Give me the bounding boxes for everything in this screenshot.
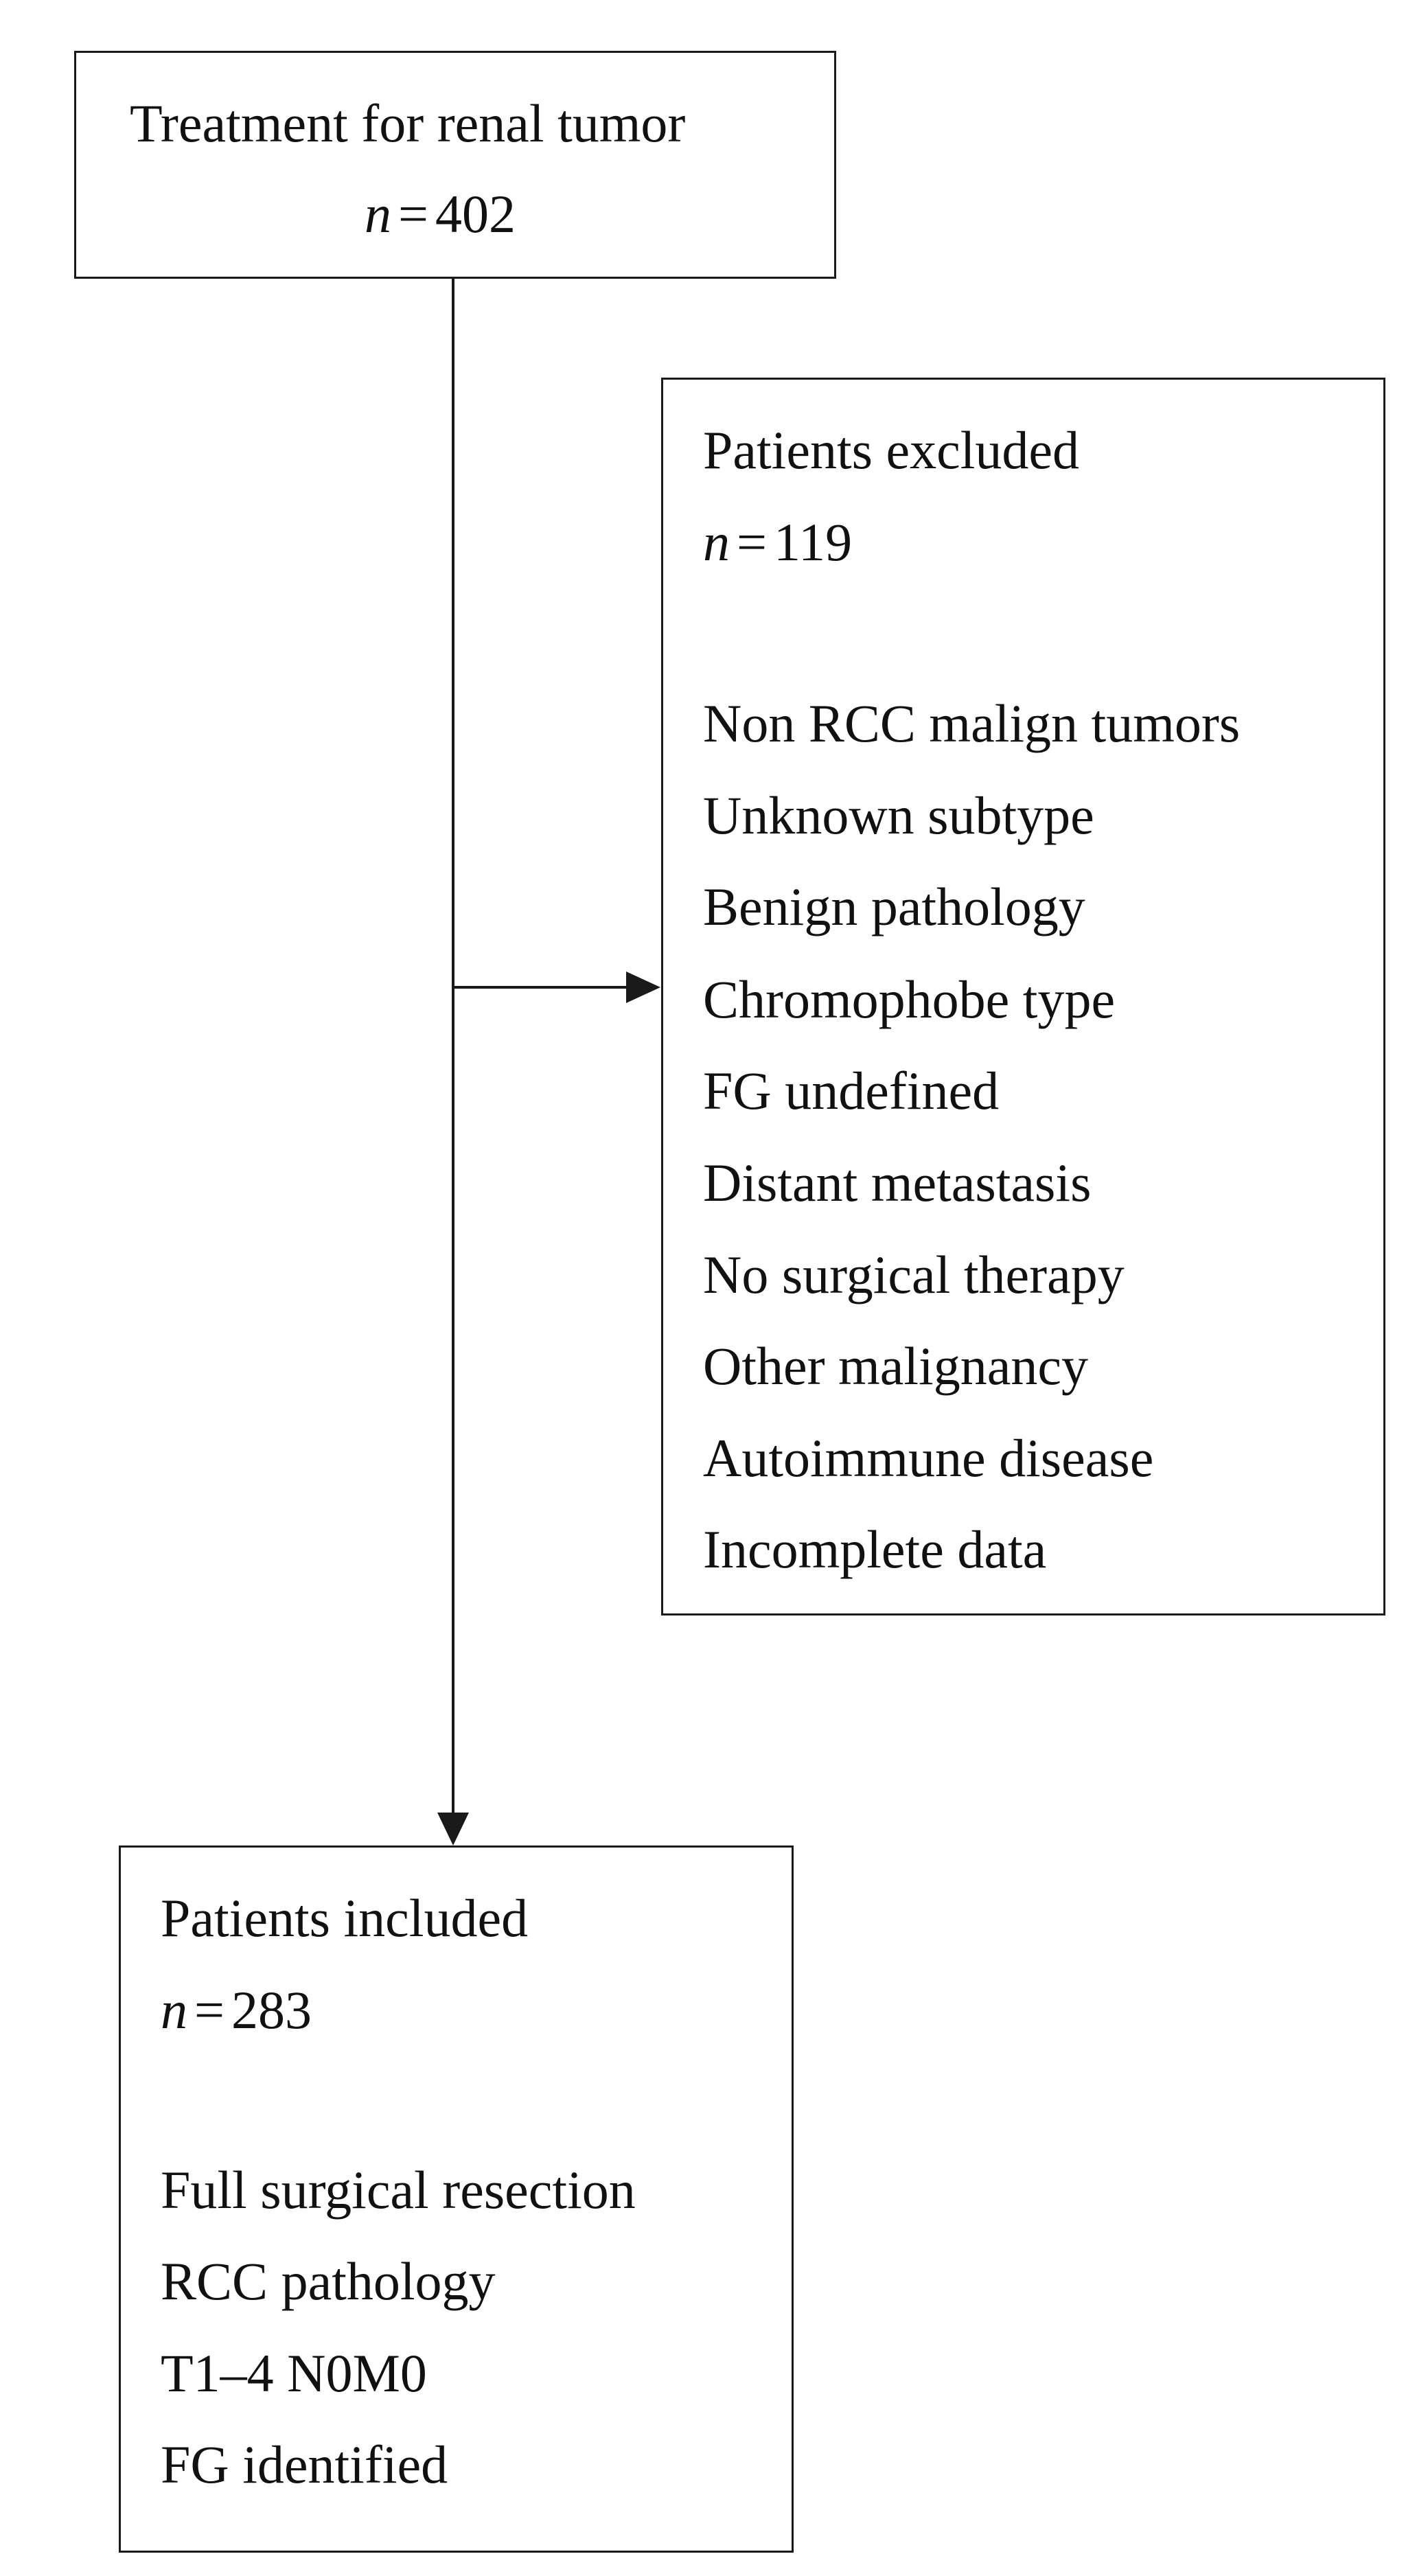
excluded-arrowhead [626, 971, 660, 1003]
exclusion-reason: Incomplete data [703, 1519, 1047, 1579]
excluded-n-value: 119 [774, 512, 853, 572]
treatment-count: n=402 [365, 187, 516, 241]
exclusion-reason: Chromophobe type [703, 969, 1116, 1029]
exclusion-reason: Distant metastasis [703, 1153, 1092, 1212]
excluded-count: n=119 [703, 516, 852, 569]
excluded-box: Patients excluded n=119 Non RCC malign t… [661, 378, 1385, 1615]
included-box: Patients included n=283 Full surgical re… [119, 1845, 794, 2553]
excluded-n-equals: = [737, 512, 767, 572]
treatment-title: Treatment for renal tumor [130, 93, 686, 153]
treatment-n-label: n [365, 184, 391, 244]
exclusion-reason: Other malignancy [703, 1336, 1088, 1396]
included-n-equals: = [194, 1980, 224, 2040]
excluded-n-label: n [703, 512, 730, 572]
included-arrowhead [437, 1813, 469, 1845]
treatment-n-equals: = [398, 184, 428, 244]
treatment-box: Treatment for renal tumor n=402 [74, 51, 836, 279]
excluded-title: Patients excluded [703, 420, 1080, 480]
included-n-value: 283 [231, 1980, 312, 2040]
exclusion-reason: FG undefined [703, 1061, 1000, 1120]
exclusion-reason: Unknown subtype [703, 785, 1094, 845]
inclusion-criterion: Full surgical resection [161, 2160, 636, 2220]
included-n-label: n [161, 1980, 187, 2040]
inclusion-criterion: T1–4 N0M0 [161, 2343, 427, 2403]
exclusion-reason: Non RCC malign tumors [703, 693, 1241, 753]
exclusion-reason: No surgical therapy [703, 1245, 1125, 1304]
inclusion-criterion: RCC pathology [161, 2251, 496, 2311]
included-title: Patients included [161, 1888, 529, 1948]
exclusion-reason: Benign pathology [703, 877, 1085, 936]
included-count: n=283 [161, 1983, 312, 2037]
treatment-n-value: 402 [435, 184, 516, 244]
inclusion-criterion: FG identified [161, 2435, 448, 2494]
exclusion-reason: Autoimmune disease [703, 1428, 1154, 1488]
